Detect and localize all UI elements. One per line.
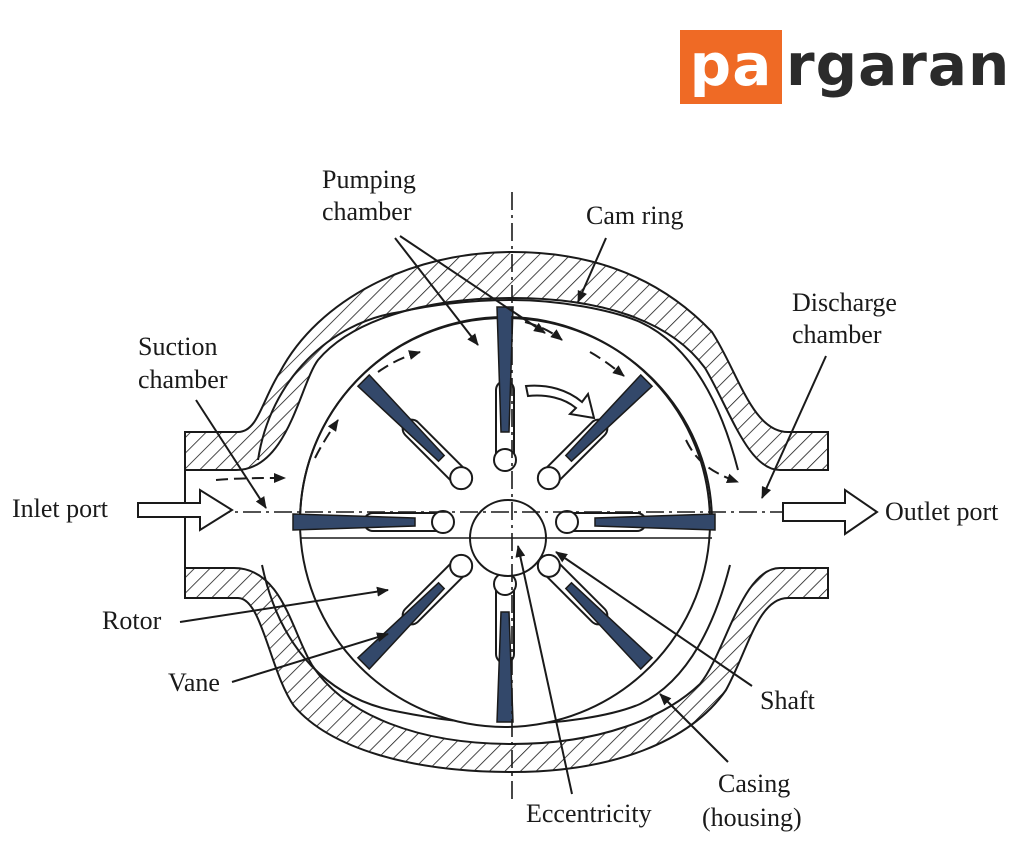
label-vane: Vane bbox=[168, 668, 220, 697]
inlet-arrow bbox=[137, 488, 234, 532]
vane-slot-base bbox=[431, 510, 455, 534]
flow-arrow-2 bbox=[314, 419, 339, 459]
label-discharge-chamber-2: chamber bbox=[792, 320, 882, 349]
vane-slot-base bbox=[555, 510, 579, 534]
vanes bbox=[292, 306, 716, 723]
label-rotor: Rotor bbox=[102, 606, 162, 635]
label-inlet-port: Inlet port bbox=[12, 494, 109, 523]
label-cam-ring: Cam ring bbox=[586, 201, 684, 230]
label-outlet-port: Outlet port bbox=[885, 497, 999, 526]
flow-arrow-5 bbox=[589, 351, 625, 377]
label-casing-2: (housing) bbox=[702, 803, 802, 832]
rotation-arrow bbox=[524, 384, 596, 420]
outlet-arrow bbox=[782, 488, 879, 536]
leader-casing bbox=[659, 693, 729, 763]
label-casing-1: Casing bbox=[718, 769, 791, 798]
leader-pumping-1 bbox=[394, 237, 479, 346]
leader-vane bbox=[231, 632, 389, 683]
flow-arrow-6 bbox=[685, 439, 739, 484]
vane-blade bbox=[564, 581, 654, 671]
label-pumping-chamber-2: chamber bbox=[322, 197, 412, 226]
vane-blade bbox=[356, 373, 446, 463]
label-pumping-chamber-1: Pumping bbox=[322, 165, 416, 194]
leader-discharge bbox=[761, 355, 827, 499]
label-eccentricity: Eccentricity bbox=[526, 799, 652, 828]
label-shaft: Shaft bbox=[760, 686, 815, 715]
leader-eccentricity bbox=[515, 545, 573, 795]
leader-suction bbox=[195, 399, 267, 509]
leader-rotor bbox=[179, 586, 389, 623]
leader-pumping-2 bbox=[399, 235, 546, 334]
flow-arrow-3 bbox=[377, 350, 421, 373]
logo-prefix-text: pa bbox=[689, 31, 773, 99]
vane-blade bbox=[292, 513, 416, 531]
vane-blade bbox=[594, 513, 716, 531]
logo-suffix-text: rgaran bbox=[786, 31, 1011, 99]
vane-slot-base bbox=[536, 466, 561, 491]
vane-slot-base bbox=[536, 553, 561, 578]
label-suction-chamber-1: Suction bbox=[138, 332, 218, 361]
flow-arrow-1 bbox=[215, 473, 286, 484]
leader-shaft bbox=[555, 551, 753, 687]
pargaran-logo: pa rgaran bbox=[680, 30, 1009, 104]
vane-blade bbox=[564, 373, 654, 463]
vane-slot-base bbox=[449, 553, 474, 578]
casing-upper bbox=[184, 250, 829, 471]
label-discharge-chamber-1: Discharge bbox=[792, 288, 897, 317]
logo-orange-box bbox=[680, 30, 782, 104]
casing-lower bbox=[184, 567, 829, 774]
vane-slot-base bbox=[493, 448, 517, 472]
label-suction-chamber-2: chamber bbox=[138, 365, 228, 394]
vane-blade bbox=[496, 611, 514, 723]
leader-cam-ring bbox=[577, 237, 607, 303]
vane-slot-base bbox=[449, 466, 474, 491]
